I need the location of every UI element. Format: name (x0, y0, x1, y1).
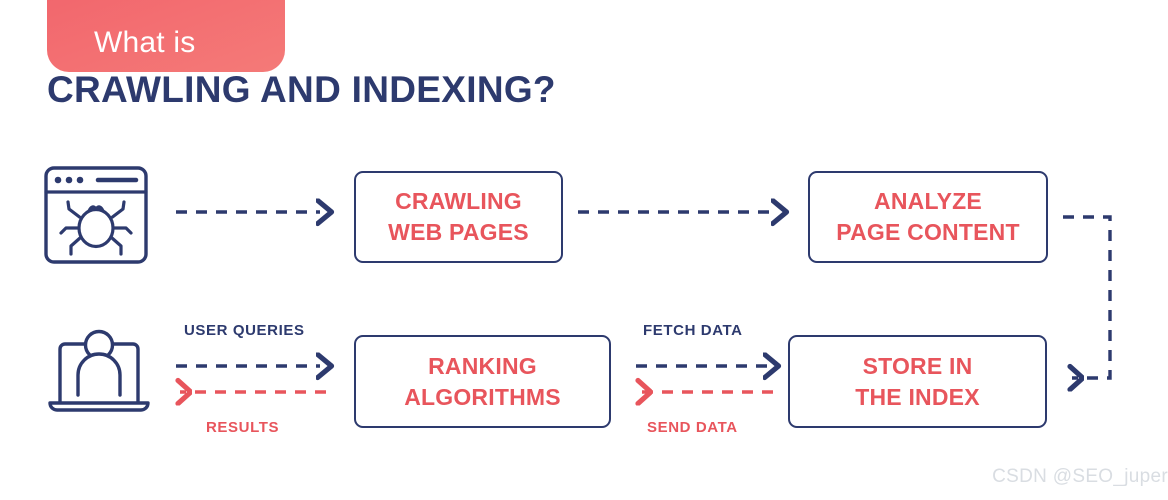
flow-label-results: RESULTS (206, 419, 280, 436)
arrow-analyze-to-store (1063, 215, 1112, 378)
process-box-analyze[interactable]: ANALYZE PAGE CONTENT (808, 171, 1048, 263)
process-box-analyze-label: ANALYZE PAGE CONTENT (836, 188, 1020, 245)
process-box-ranking-label: RANKING ALGORITHMS (404, 352, 561, 410)
process-box-crawling[interactable]: CRAWLING WEB PAGES (354, 171, 563, 263)
flow-label-send-data: SEND DATA (647, 419, 738, 436)
flow-label-user-queries: USER QUERIES (184, 322, 305, 339)
what-is-badge (47, 0, 285, 72)
process-box-ranking[interactable]: RANKING ALGORITHMS (354, 335, 611, 428)
browser-spider-icon (44, 166, 148, 264)
badge-label: What is (94, 26, 196, 59)
process-box-store-label: STORE IN THE INDEX (855, 352, 980, 410)
flow-label-fetch-data: FETCH DATA (643, 322, 743, 339)
process-box-crawling-label: CRAWLING WEB PAGES (388, 188, 529, 245)
page-title: CRAWLING AND INDEXING? (47, 69, 556, 110)
process-box-store[interactable]: STORE IN THE INDEX (788, 335, 1047, 428)
watermark: CSDN @SEO_juper (992, 466, 1168, 487)
user-laptop-icon (44, 325, 154, 425)
